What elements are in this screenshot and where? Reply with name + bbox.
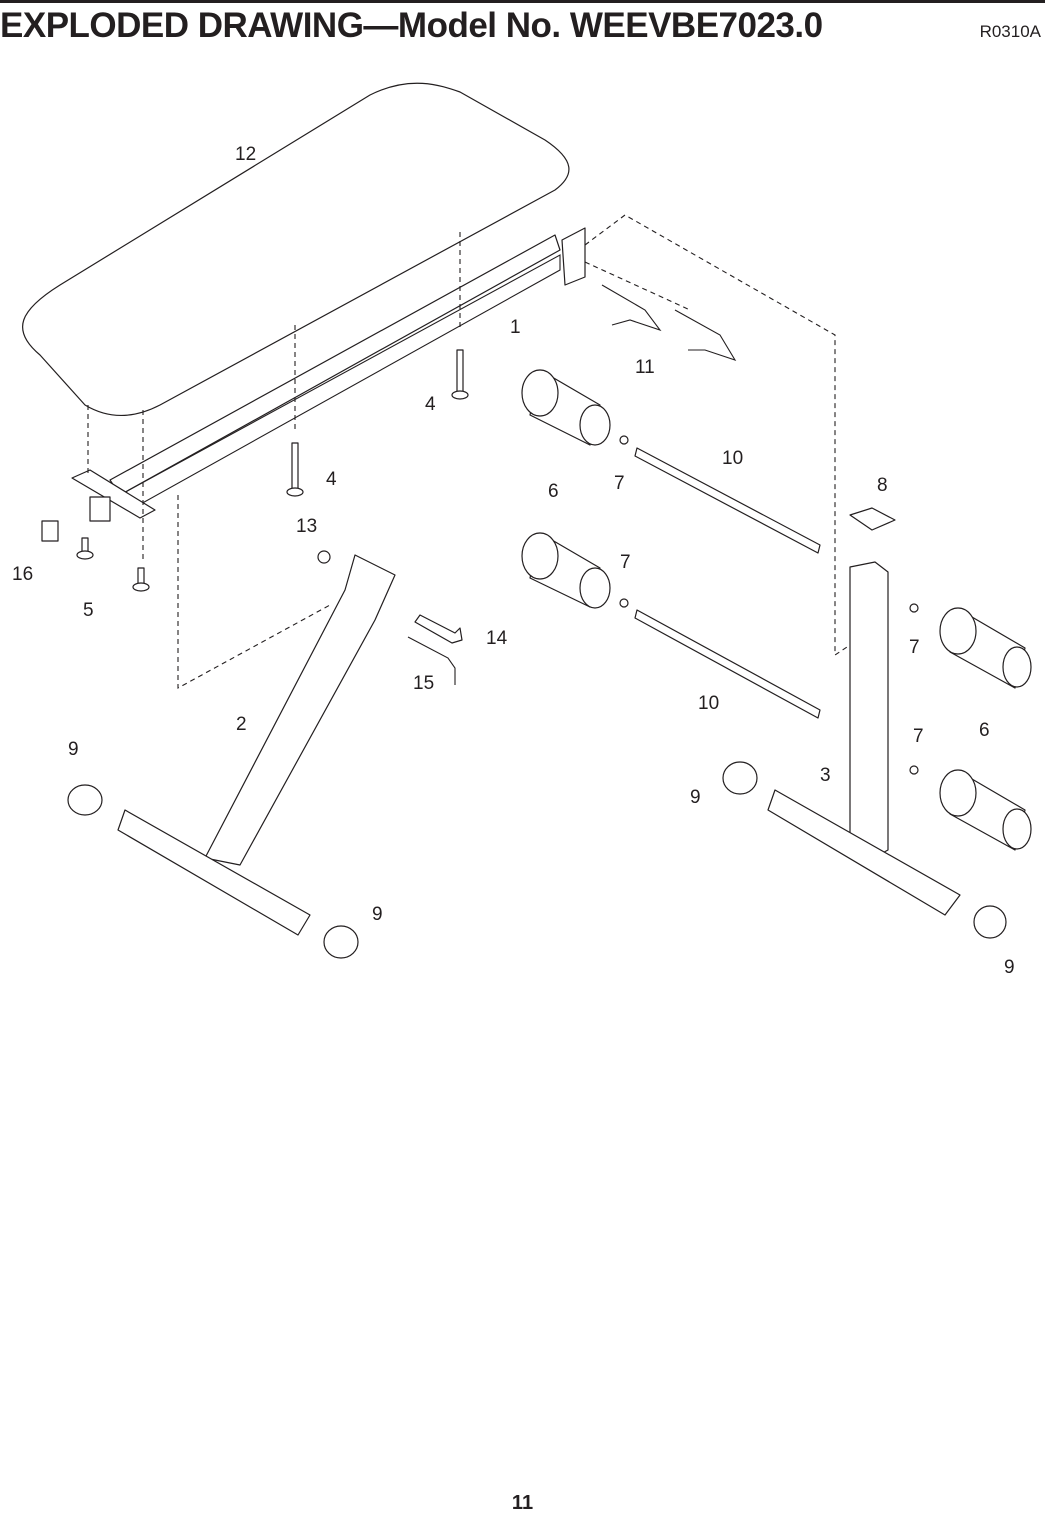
front-base-tube bbox=[767, 789, 961, 916]
end-cap bbox=[323, 925, 359, 959]
page-title: EXPLODED DRAWING—Model No. WEEVBE7023.0 bbox=[0, 6, 823, 45]
seat-bolt bbox=[291, 442, 299, 490]
svg-text:5: 5 bbox=[83, 600, 94, 621]
svg-text:7: 7 bbox=[614, 473, 625, 494]
svg-text:2: 2 bbox=[236, 714, 247, 735]
svg-text:10: 10 bbox=[722, 448, 743, 469]
foam-pad bbox=[939, 607, 1032, 689]
svg-text:16: 16 bbox=[12, 564, 33, 585]
svg-text:7: 7 bbox=[913, 726, 924, 747]
rear-base-tube bbox=[117, 809, 311, 936]
seat-bolt bbox=[456, 349, 464, 393]
front-leg bbox=[849, 561, 889, 858]
page-number: 11 bbox=[511, 1492, 534, 1514]
nut bbox=[317, 550, 331, 564]
hook bbox=[601, 284, 662, 332]
svg-text:1: 1 bbox=[510, 317, 521, 338]
svg-text:9: 9 bbox=[372, 904, 383, 925]
rear-leg bbox=[204, 554, 396, 866]
svg-text:7: 7 bbox=[909, 637, 920, 658]
hook bbox=[674, 309, 737, 361]
svg-text:6: 6 bbox=[548, 481, 559, 502]
svg-text:6: 6 bbox=[979, 720, 990, 741]
svg-text:9: 9 bbox=[1004, 957, 1015, 978]
foam-pad bbox=[939, 769, 1032, 851]
svg-text:9: 9 bbox=[690, 787, 701, 808]
svg-text:15: 15 bbox=[413, 673, 434, 694]
foam-pad bbox=[521, 369, 611, 446]
svg-text:14: 14 bbox=[486, 628, 508, 649]
square-end-cap bbox=[41, 520, 59, 542]
bolt bbox=[414, 614, 463, 644]
svg-text:4: 4 bbox=[425, 394, 436, 415]
top-rule bbox=[0, 0, 1045, 3]
foam-pad bbox=[521, 532, 611, 609]
svg-text:13: 13 bbox=[296, 516, 317, 537]
front-bracket bbox=[561, 227, 586, 286]
svg-text:9: 9 bbox=[68, 739, 79, 760]
inner-cap bbox=[849, 507, 896, 531]
foam-tube bbox=[634, 447, 821, 554]
svg-text:11: 11 bbox=[635, 357, 655, 378]
svg-text:3: 3 bbox=[820, 765, 831, 786]
svg-text:8: 8 bbox=[877, 475, 888, 496]
svg-text:10: 10 bbox=[698, 693, 719, 714]
hex-key bbox=[407, 636, 456, 685]
foam-tube bbox=[634, 609, 821, 719]
seat-pad bbox=[22, 82, 570, 417]
rear-crossplate bbox=[71, 469, 156, 519]
svg-text:4: 4 bbox=[326, 469, 337, 490]
svg-text:7: 7 bbox=[620, 552, 631, 573]
revision-code: R0310A bbox=[979, 22, 1041, 41]
svg-text:12: 12 bbox=[235, 144, 256, 165]
